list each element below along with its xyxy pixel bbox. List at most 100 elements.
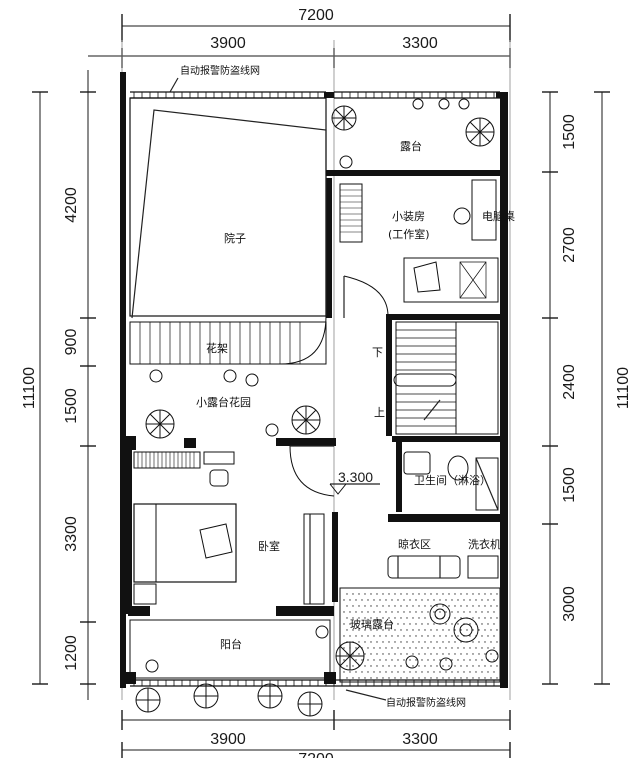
floor-dot (445, 611, 447, 613)
top-segment-left: 3900 (210, 35, 246, 52)
floor-dot (361, 635, 363, 637)
floor-dot (361, 623, 363, 625)
floor-dot (391, 659, 393, 661)
floor-dot (439, 671, 441, 673)
floor-dot (481, 635, 483, 637)
floor-dot (475, 671, 477, 673)
floor-dot (397, 647, 399, 649)
floor-dot (412, 617, 414, 619)
total-width-bottom: 7200 (298, 751, 334, 758)
floor-dot (388, 677, 390, 679)
floor-dot (358, 641, 360, 643)
left-segment-2: 900 (63, 329, 80, 356)
floor-dot (373, 611, 375, 613)
floor-dot (382, 641, 384, 643)
floor-dot (472, 629, 474, 631)
floor-dot (484, 677, 486, 679)
glass-terrace-label: 玻璃露台 (350, 617, 394, 631)
floor-dot (400, 665, 402, 667)
floor-dot (475, 611, 477, 613)
floor-dot (436, 677, 438, 679)
floor-dot (433, 659, 435, 661)
floor-dot (481, 659, 483, 661)
floor-dot (442, 677, 444, 679)
floor-dot (421, 671, 423, 673)
floor-dot (403, 635, 405, 637)
floor-dot (460, 665, 462, 667)
floor-dot (403, 671, 405, 673)
floor-dot (397, 659, 399, 661)
floor-dot (448, 593, 450, 595)
floor-dot (445, 671, 447, 673)
floor-dot (418, 617, 420, 619)
drying-area: 晾衣区 洗衣机 (332, 512, 501, 602)
laundry-rack-icon (387, 555, 461, 579)
floor-dot (379, 671, 381, 673)
floor-dot (418, 653, 420, 655)
elevation-label: 3.300 (338, 469, 373, 485)
floor-dot (400, 653, 402, 655)
floor-dot (397, 671, 399, 673)
right-dimensions: 1500 2700 2400 1500 3000 11100 (542, 91, 632, 685)
floor-dot (424, 593, 426, 595)
left-segment-4: 3300 (63, 516, 80, 552)
pot-icon (149, 369, 163, 383)
floor-dot (373, 659, 375, 661)
floor-dot (349, 671, 351, 673)
floor-dot (367, 623, 369, 625)
terrace: 露台 (326, 98, 504, 176)
floor-dot (439, 647, 441, 649)
chair-icon (453, 207, 471, 225)
floor-dot (496, 677, 498, 679)
floor-dot (406, 653, 408, 655)
floor-dot (379, 659, 381, 661)
floor-dot (373, 599, 375, 601)
floor-dot (385, 599, 387, 601)
floor-dot (487, 599, 489, 601)
floor-dot (469, 623, 471, 625)
pot-icon (485, 649, 499, 663)
floor-dot (358, 593, 360, 595)
floor-dot (424, 629, 426, 631)
floor-dot (409, 659, 411, 661)
floor-dot (373, 623, 375, 625)
floor-dot (382, 617, 384, 619)
floor-dot (496, 617, 498, 619)
floor-dot (421, 635, 423, 637)
floor-dot (376, 677, 378, 679)
balcony-label: 阳台 (220, 637, 242, 651)
washing-machine-icon (467, 555, 499, 579)
floor-dot (430, 677, 432, 679)
floor-dot (466, 605, 468, 607)
floor-dot (433, 599, 435, 601)
table-icon (453, 617, 479, 643)
floor-dot (427, 647, 429, 649)
floor-dot (424, 665, 426, 667)
floor-dot (376, 593, 378, 595)
floor-dot (421, 611, 423, 613)
floor-dot (382, 665, 384, 667)
floor-dot (448, 629, 450, 631)
floor-dot (364, 641, 366, 643)
floor-dot (376, 605, 378, 607)
floor-dot (469, 671, 471, 673)
floor-dot (397, 599, 399, 601)
floor-dot (457, 623, 459, 625)
floor-dot (415, 623, 417, 625)
floor-dot (418, 605, 420, 607)
floor-dot (421, 659, 423, 661)
floor-dot (436, 629, 438, 631)
floor-dot (394, 617, 396, 619)
floor-dot (481, 647, 483, 649)
floor-dot (415, 611, 417, 613)
floor-dot (361, 611, 363, 613)
pot-icon (405, 655, 419, 669)
floor-dot (448, 605, 450, 607)
top-dimensions: 7200 3900 3300 (88, 7, 511, 68)
floor-dot (460, 629, 462, 631)
floor-dot (430, 641, 432, 643)
floor-dot (379, 611, 381, 613)
floor-dot (358, 617, 360, 619)
floor-dot (343, 659, 345, 661)
